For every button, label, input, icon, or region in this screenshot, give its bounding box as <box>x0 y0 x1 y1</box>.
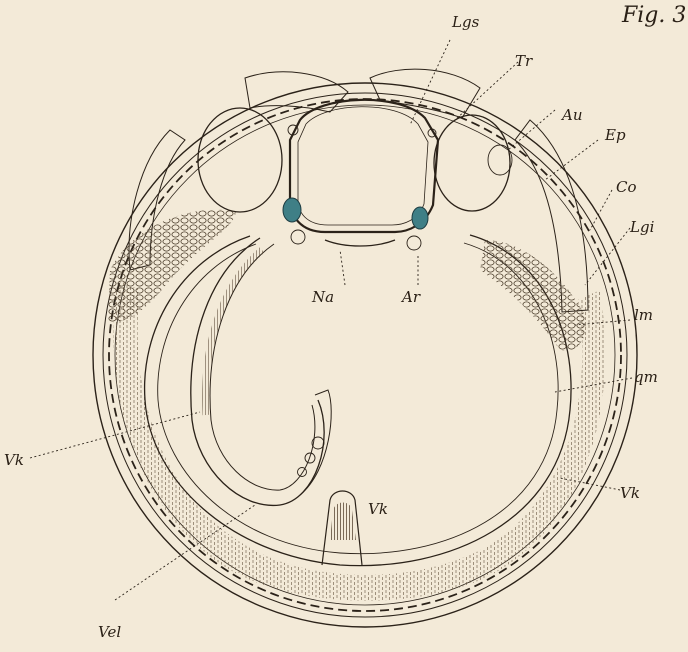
label-lgi: Lgi <box>629 218 655 236</box>
label-vk-center: Vk <box>368 500 388 518</box>
label-lm: lm <box>634 306 653 324</box>
figure-title: Fig. 3 <box>621 3 686 28</box>
label-ar: Ar <box>400 288 421 306</box>
label-co: Co <box>616 178 637 196</box>
label-vk-left: Vk <box>4 451 24 469</box>
nerve-cord-left <box>283 198 301 222</box>
label-lgs: Lgs <box>451 13 480 31</box>
auditory-organ <box>488 145 512 175</box>
label-qm: qm <box>634 368 658 386</box>
label-vel: Vel <box>98 623 121 641</box>
nerve-cord-right <box>412 207 428 229</box>
label-ep: Ep <box>604 126 626 144</box>
cell-cluster-right <box>480 240 586 351</box>
label-tr: Tr <box>515 52 533 70</box>
label-au: Au <box>560 106 583 124</box>
hooked-velum <box>191 238 331 505</box>
left-vesicle <box>198 108 282 212</box>
label-na: Na <box>311 288 334 306</box>
transverse-muscle-band <box>113 280 605 601</box>
label-vk-right: Vk <box>620 484 640 502</box>
